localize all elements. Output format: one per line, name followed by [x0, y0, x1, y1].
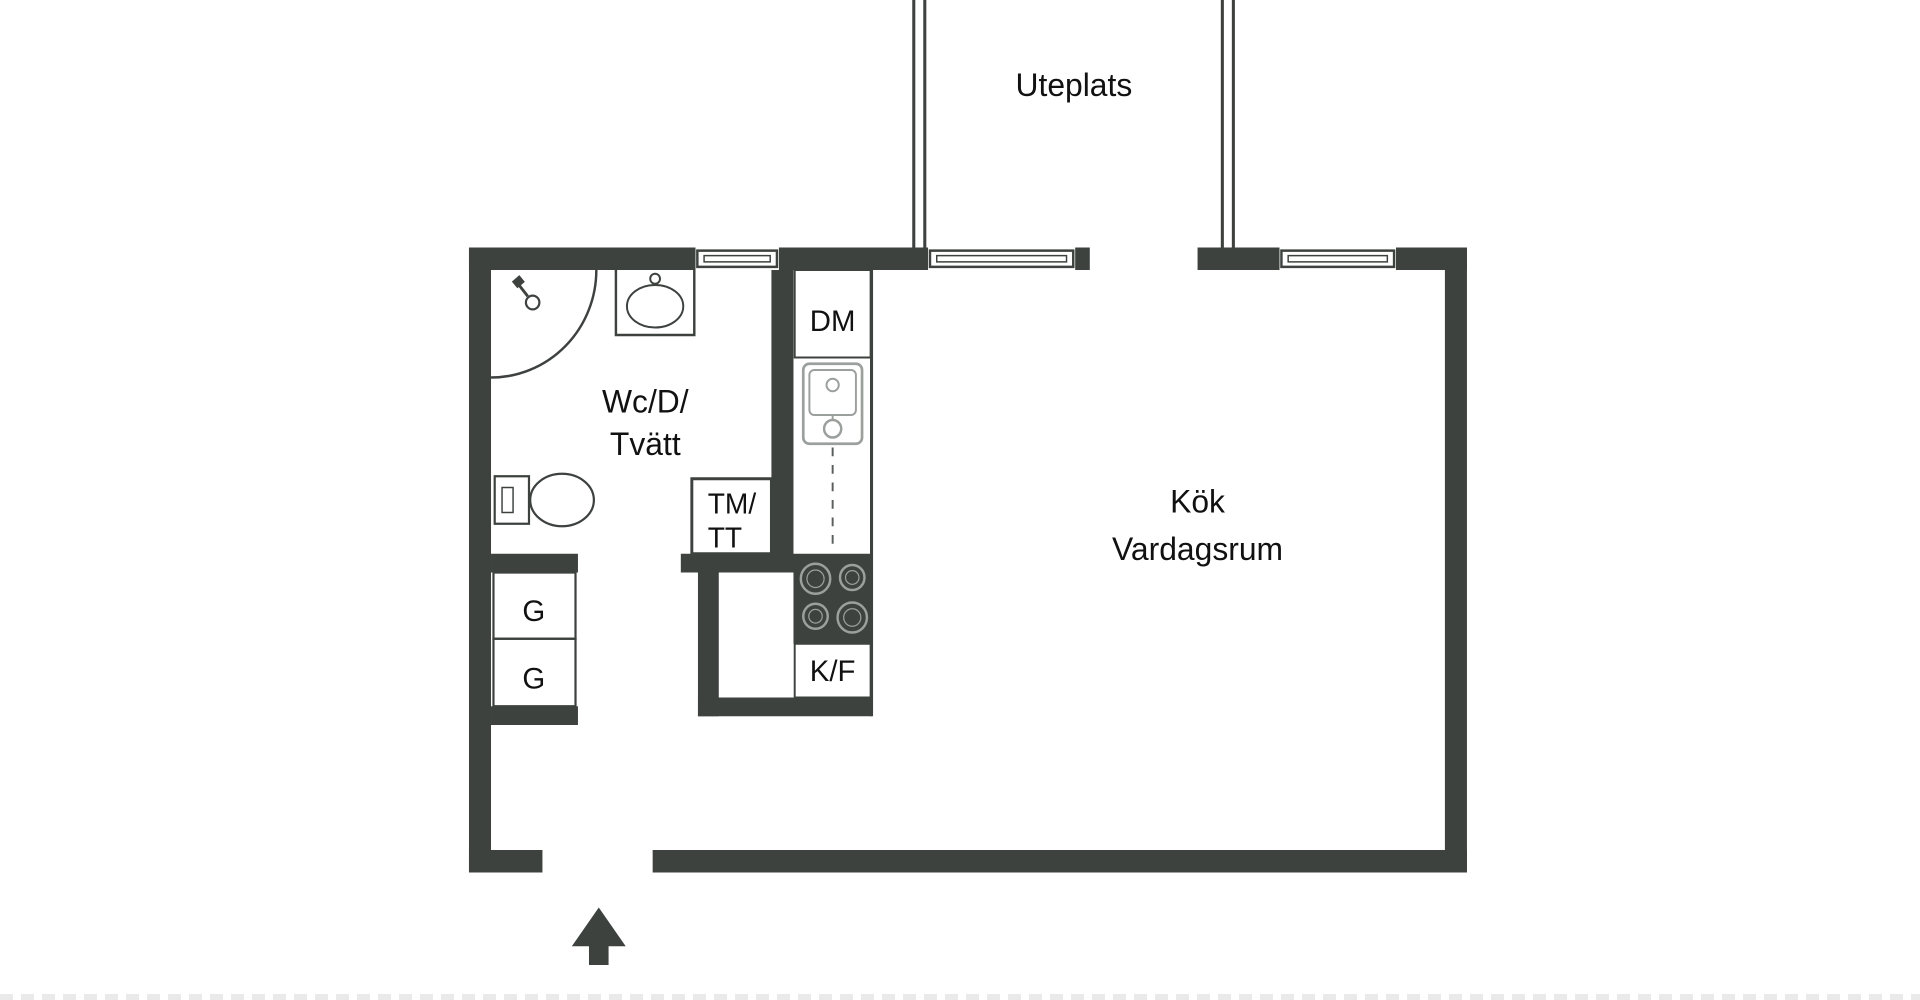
window [1279, 247, 1396, 270]
walls [468, 247, 1467, 873]
wall-segment [1075, 247, 1090, 270]
dishwasher-label: DM [810, 305, 856, 338]
wall-segment [491, 706, 578, 725]
window [695, 247, 779, 270]
entrance-arrow-icon [571, 907, 626, 965]
wall-segment [697, 572, 719, 717]
kitchen-strip [793, 269, 874, 717]
wall-segment [468, 247, 696, 270]
kitchen-sink-icon [801, 362, 864, 446]
washer-dryer-box [690, 477, 773, 556]
bottom-edge-artifact [0, 994, 1920, 1000]
wardrobe-box [492, 637, 577, 708]
fridge-freezer-box [793, 642, 872, 699]
wall-segment [652, 850, 1467, 873]
wall-segment [1444, 247, 1467, 873]
bathroom-label-line1: Wc/D/ [602, 383, 689, 419]
fridge-freezer-label: K/F [810, 655, 856, 688]
patio-line [1220, 0, 1224, 248]
bathroom-fixtures [491, 266, 696, 528]
wall-segment [680, 553, 794, 573]
bathroom-label-line2: Tvätt [610, 426, 681, 462]
shower-icon [491, 269, 598, 379]
patio-line [923, 0, 927, 248]
basin-icon [614, 266, 696, 337]
wardrobe-label-bottom: G [522, 662, 545, 695]
patio-boundary-lines [912, 0, 1235, 248]
counter-edge-line [870, 270, 874, 717]
window [928, 247, 1076, 270]
wall-segment [778, 247, 929, 270]
wardrobes [492, 571, 577, 708]
wall-segment [771, 270, 794, 573]
kitchen-label-line1: Kök [1170, 483, 1226, 519]
patio-line [912, 0, 916, 248]
wall-segment [491, 553, 578, 573]
wall-segment [468, 247, 492, 873]
dishwasher-box [793, 269, 872, 359]
patio-label: Uteplats [1016, 67, 1133, 103]
wall-segment [697, 697, 872, 717]
wall-segment [468, 850, 543, 873]
kitchen-label-line2: Vardagsrum [1112, 531, 1283, 567]
wall-segment [1197, 247, 1280, 270]
washer-label-line1: TM/ [708, 488, 757, 520]
windows [695, 247, 1396, 270]
toilet-icon [493, 472, 595, 528]
stove-icon [793, 553, 872, 644]
wardrobe-label-top: G [522, 595, 545, 628]
patio-line [1231, 0, 1235, 248]
washer-label-line2: TT [708, 522, 742, 554]
shower-head-icon [511, 275, 541, 311]
